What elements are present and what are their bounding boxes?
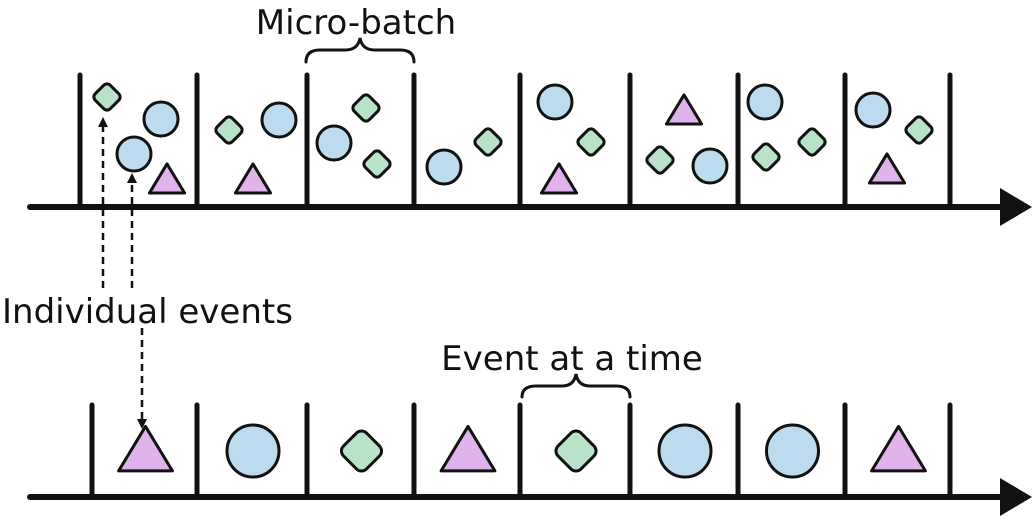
diamond-event [904, 115, 934, 145]
diamond-event [554, 429, 598, 473]
triangle-event [439, 424, 497, 473]
triangle-event [867, 152, 907, 185]
triangle-event [117, 424, 174, 473]
triangle-event [233, 162, 273, 195]
top-time-axis-arrowhead [1000, 188, 1032, 226]
micro-batch-timeline: Micro-batch [27, 3, 1032, 226]
diamond-event [339, 429, 384, 473]
diamond-event [645, 145, 675, 175]
event-dividers [89, 402, 953, 500]
diamond-event [473, 127, 503, 157]
circle-event [854, 91, 892, 129]
circle-event [115, 135, 153, 173]
individual-events-label: Individual events [2, 292, 293, 332]
micro-batch-events [92, 82, 934, 195]
event-at-a-time-label: Event at a time [441, 339, 703, 379]
triangle-event [664, 93, 704, 126]
diamond-event [797, 127, 827, 157]
circle-event [142, 100, 180, 138]
bottom-time-axis-arrowhead [1000, 478, 1032, 516]
diamond-event [576, 127, 606, 157]
circle-event [765, 423, 820, 479]
micro-batch-dividers [77, 72, 953, 210]
diamond-event [362, 149, 392, 179]
individual-events-annotation: Individual events [2, 117, 293, 429]
circle-event [260, 101, 298, 139]
diamond-event [351, 93, 381, 123]
diamond-event [214, 115, 244, 145]
triangle-event [539, 162, 579, 195]
event-at-a-time-brace [520, 373, 632, 399]
triangle-event [147, 162, 187, 195]
micro-batch-brace [304, 37, 416, 64]
diamond-event [751, 142, 781, 172]
circle-event [425, 148, 463, 186]
circle-event [691, 147, 729, 185]
diamond-event [92, 82, 122, 112]
single-events [117, 423, 927, 479]
circle-event [536, 83, 574, 121]
circle-event [225, 423, 281, 479]
circle-event [657, 423, 713, 479]
micro-batch-label: Micro-batch [256, 3, 456, 43]
event-at-a-time-timeline: Event at a time [27, 339, 1032, 516]
circle-event [315, 124, 353, 162]
circle-event [746, 83, 784, 121]
triangle-event [870, 424, 927, 473]
